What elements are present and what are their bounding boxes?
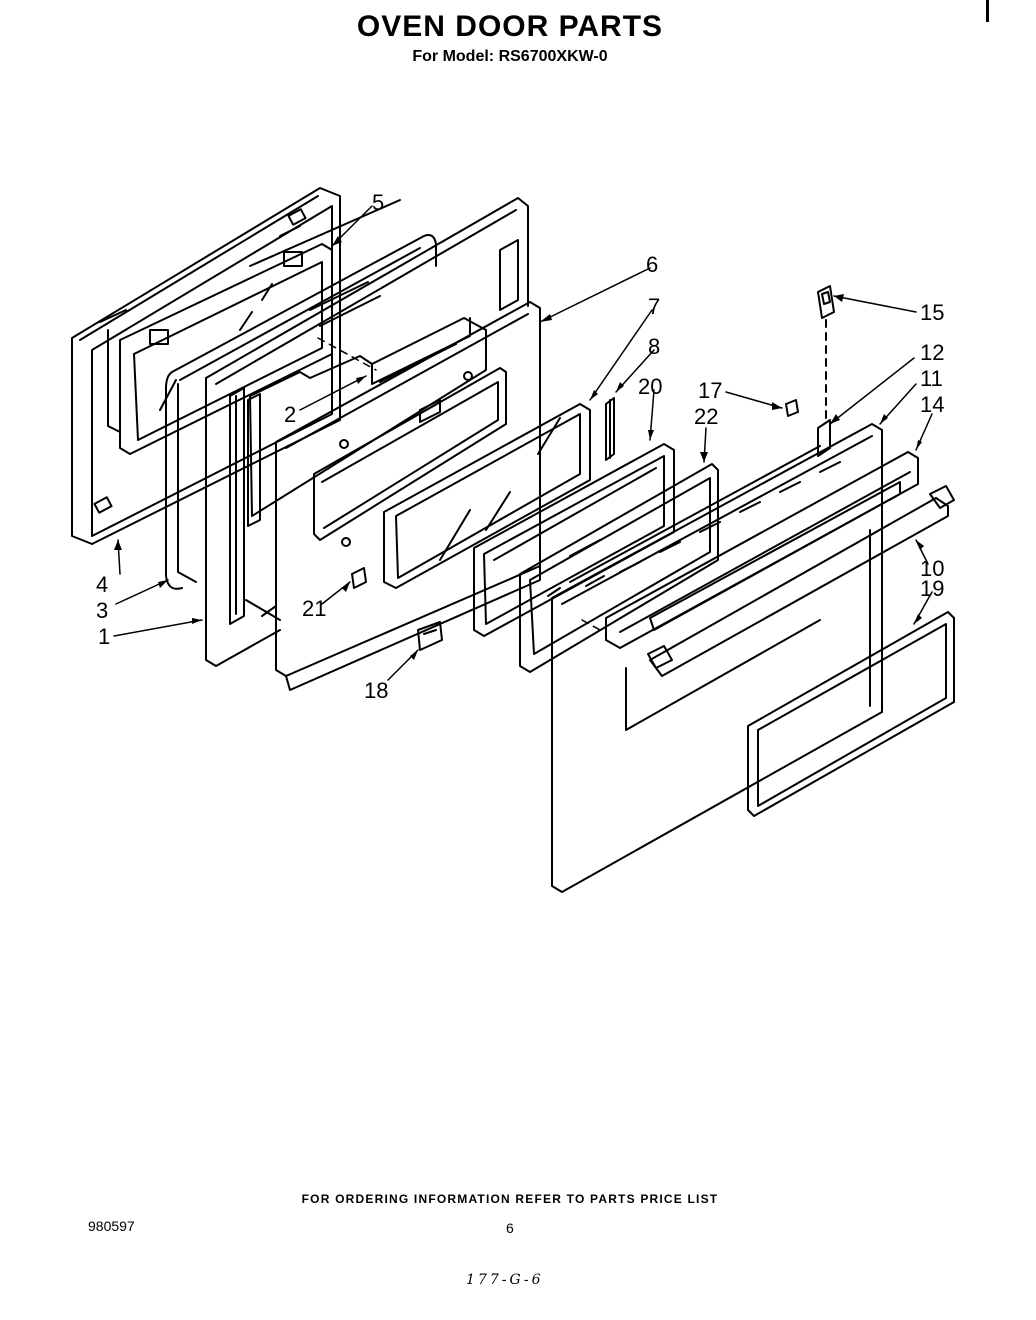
part-5-inner-glass-pack bbox=[107, 243, 333, 455]
ordering-note: FOR ORDERING INFORMATION REFER TO PARTS … bbox=[301, 1192, 719, 1206]
callout-12: 10 bbox=[920, 556, 944, 581]
page-number: 6 bbox=[506, 1220, 514, 1236]
part-15-hinge-clip bbox=[817, 285, 835, 421]
part-10-outer-door-panel bbox=[551, 423, 883, 893]
callout-22: 22 bbox=[694, 404, 718, 429]
callout-19: 19 bbox=[920, 576, 944, 601]
part-14-vent-trim bbox=[585, 451, 919, 649]
callout-18: 18 bbox=[364, 678, 388, 703]
callout-1: 1 bbox=[98, 624, 110, 649]
model-subtitle: For Model: RS6700XKW-0 bbox=[412, 48, 608, 65]
callout-8: 8 bbox=[648, 334, 660, 359]
callout-4: 4 bbox=[96, 572, 108, 597]
part-4-rear-panel bbox=[71, 187, 341, 545]
callout-7: 7 bbox=[648, 294, 660, 319]
callout-21: 21 bbox=[302, 596, 326, 621]
callout-14: 14 bbox=[920, 392, 944, 417]
document-number: 980597 bbox=[88, 1218, 135, 1234]
part-11-hinge bbox=[817, 419, 831, 457]
callout-6: 6 bbox=[646, 252, 658, 277]
part-8-glass-bracket bbox=[605, 397, 615, 461]
part-17-screw bbox=[785, 399, 799, 417]
callout-20: 20 bbox=[638, 374, 662, 399]
callout-numbers: 5 6 7 8 20 22 17 15 12 11 14 10 19 2 4 3… bbox=[96, 190, 944, 703]
part-18-label-plate bbox=[417, 621, 443, 651]
scan-edge-mark bbox=[986, 0, 989, 22]
handwritten-code: 177-G-6 bbox=[466, 1272, 544, 1288]
callout-3: 3 bbox=[96, 598, 108, 623]
callout-15: 15 bbox=[920, 300, 944, 325]
callout-17: 17 bbox=[698, 378, 722, 403]
part-7-door-glass bbox=[383, 403, 591, 589]
callout-5: 5 bbox=[372, 190, 384, 215]
callout-2: 2 bbox=[284, 402, 296, 427]
part-19-window-trim bbox=[747, 611, 955, 817]
part-20-window-frame bbox=[473, 443, 675, 637]
page-title: OVEN DOOR PARTS bbox=[356, 10, 664, 43]
part-21-clip bbox=[351, 567, 367, 589]
assembly-center-lines bbox=[317, 337, 601, 631]
callout-10: 11 bbox=[920, 366, 943, 391]
part-3-door-gasket bbox=[165, 234, 437, 590]
part-12-door-handle bbox=[647, 485, 955, 677]
part-22-inner-liner bbox=[519, 463, 719, 673]
leader-arrowheads bbox=[114, 236, 924, 660]
part-1-inner-door-liner bbox=[205, 197, 529, 667]
callout-11: 12 bbox=[920, 340, 944, 365]
part-6-inner-door-panel bbox=[275, 301, 541, 691]
